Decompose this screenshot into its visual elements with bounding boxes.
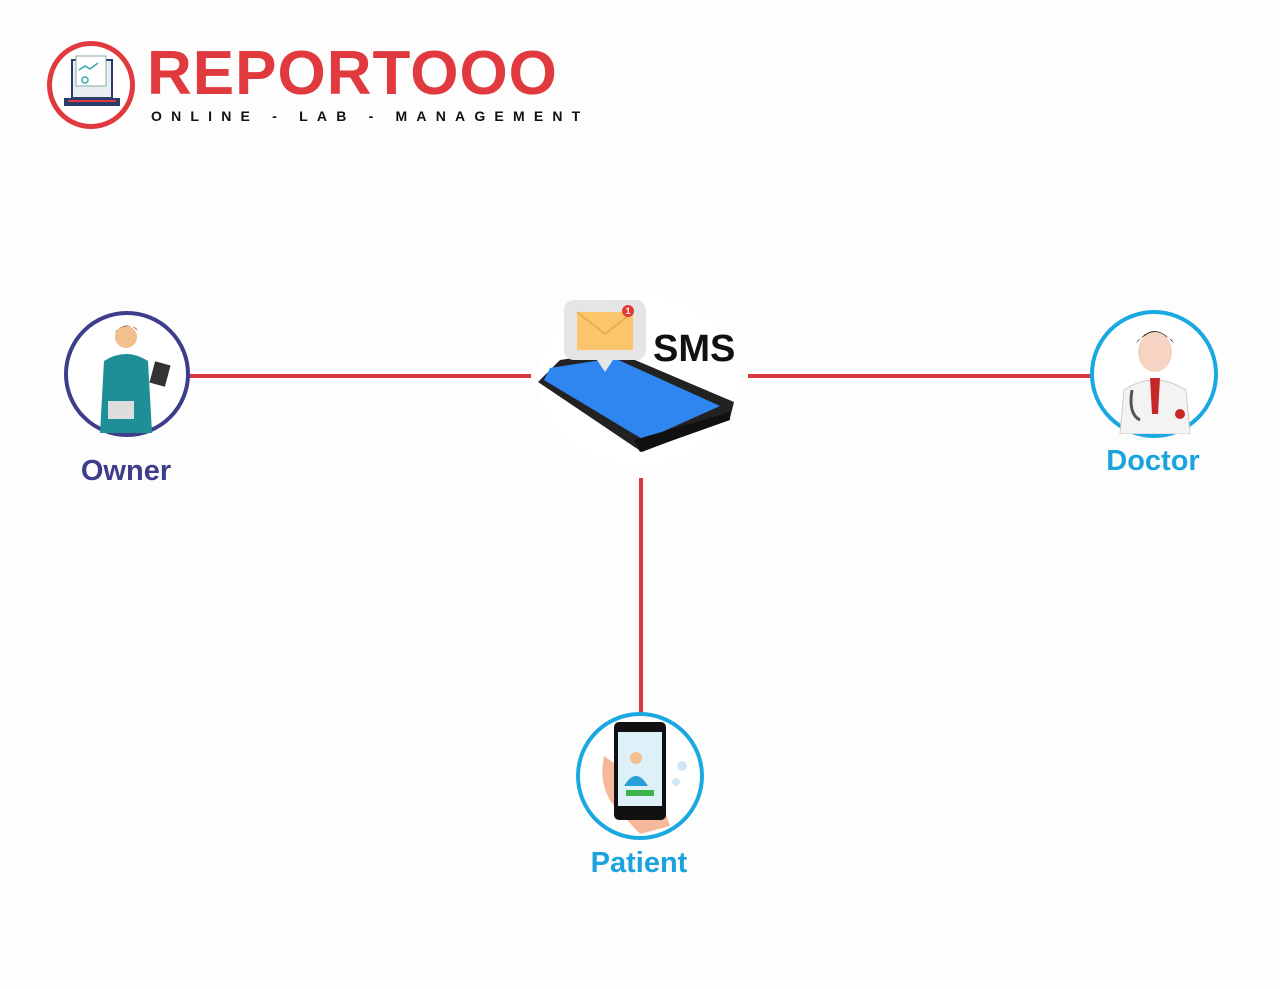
owner-avatar bbox=[64, 311, 190, 437]
doctor-icon bbox=[1119, 331, 1191, 435]
doctor-label: Doctor bbox=[1106, 445, 1200, 477]
patient-phone-icon bbox=[602, 722, 687, 834]
connector-owner-sms bbox=[188, 374, 531, 378]
logo-tagline: ONLINE - LAB - MANAGEMENT bbox=[151, 108, 590, 124]
logo-brand-text: REPORTOOO bbox=[147, 39, 558, 108]
patient-avatar bbox=[576, 712, 704, 840]
logo-laptop-icon bbox=[47, 41, 135, 129]
connector-sms-patient bbox=[639, 478, 643, 714]
logo: REPORTOOO ONLINE - LAB - MANAGEMENT bbox=[47, 39, 597, 131]
connector-sms-doctor bbox=[748, 374, 1091, 378]
sms-label: SMS bbox=[653, 328, 736, 370]
doctor-avatar bbox=[1090, 310, 1218, 438]
patient-label: Patient bbox=[590, 847, 688, 879]
businessman-icon bbox=[100, 325, 171, 433]
sms-phone-graphic: 1 SMS bbox=[530, 290, 750, 470]
notification-badge: 1 bbox=[622, 305, 634, 317]
envelope-notification-icon: 1 bbox=[564, 300, 646, 372]
owner-label: Owner bbox=[80, 455, 172, 487]
